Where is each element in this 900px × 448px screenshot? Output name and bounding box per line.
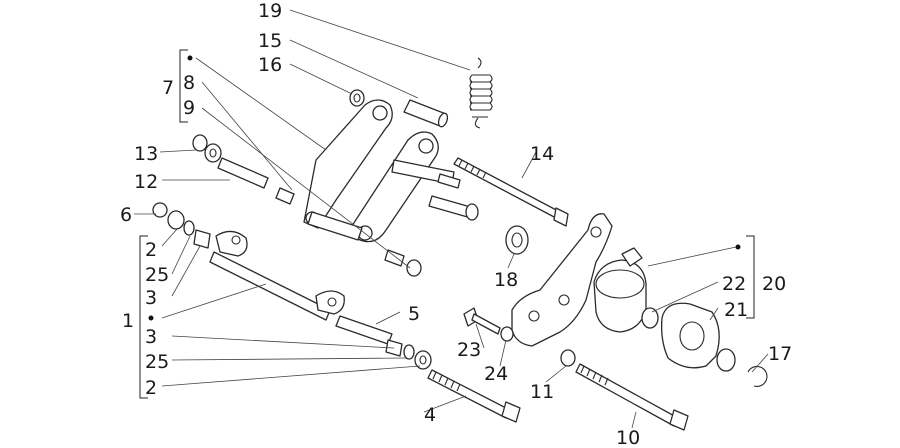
washer-part-11 — [560, 349, 576, 367]
axle-part-1 — [209, 230, 345, 321]
bullet-dot-7 — [187, 55, 193, 61]
callout-3b: 3 — [145, 326, 157, 348]
callout-24: 24 — [484, 363, 508, 385]
callout-17: 17 — [768, 343, 792, 365]
washers-left-stack — [152, 202, 211, 249]
parts-drawing — [152, 57, 768, 431]
callout-2a: 2 — [145, 239, 157, 261]
circlip-part-17 — [747, 365, 768, 387]
callout-3a: 3 — [145, 287, 157, 309]
bracket-plate — [511, 213, 613, 347]
bolt-part-23 — [463, 307, 514, 342]
callout-19: 19 — [258, 0, 282, 22]
callout-16: 16 — [258, 54, 282, 76]
callout-labels: 19 15 16 7 8 9 13 12 6 2 25 3 1 3 25 2 5… — [120, 0, 792, 448]
washer-part-8 — [384, 249, 422, 277]
callout-9: 9 — [183, 97, 195, 119]
group-brackets — [139, 49, 755, 399]
bearing-part-18 — [505, 225, 529, 255]
callout-25a: 25 — [145, 264, 169, 286]
cross-pins — [307, 159, 479, 241]
callout-7: 7 — [162, 77, 174, 99]
washers-13-9 — [192, 134, 222, 163]
callout-11: 11 — [530, 381, 554, 403]
callout-2b: 2 — [145, 377, 157, 399]
callout-8: 8 — [183, 72, 195, 94]
bushing-part-22 — [641, 307, 659, 329]
housing-part-20 — [593, 247, 647, 333]
spring-part-19 — [469, 57, 493, 129]
bolt-part-14 — [453, 157, 569, 227]
nut-part-16 — [349, 89, 365, 107]
callout-23: 23 — [457, 339, 481, 361]
washers-right-stack — [385, 339, 432, 370]
leader-lines — [134, 9, 769, 429]
callout-21: 21 — [724, 299, 748, 321]
callout-10: 10 — [616, 427, 640, 448]
callout-25b: 25 — [145, 351, 169, 373]
callout-14: 14 — [530, 143, 554, 165]
pin-part-12 — [217, 157, 295, 205]
callout-13: 13 — [134, 143, 158, 165]
silentblock-part-21 — [660, 302, 736, 372]
bolt-part-10 — [575, 363, 689, 431]
callout-5: 5 — [408, 303, 420, 325]
callout-22: 22 — [722, 273, 746, 295]
callout-6: 6 — [120, 204, 132, 226]
bullet-dot-1 — [148, 315, 154, 321]
bullet-dot-20 — [735, 244, 741, 250]
bolt-part-4 — [427, 369, 521, 423]
sleeve-part-15 — [403, 99, 449, 128]
callout-18: 18 — [494, 269, 518, 291]
callout-4: 4 — [424, 404, 436, 426]
callout-1: 1 — [122, 310, 134, 332]
callout-15: 15 — [258, 30, 282, 52]
callout-20: 20 — [762, 273, 786, 295]
callout-12: 12 — [134, 171, 158, 193]
